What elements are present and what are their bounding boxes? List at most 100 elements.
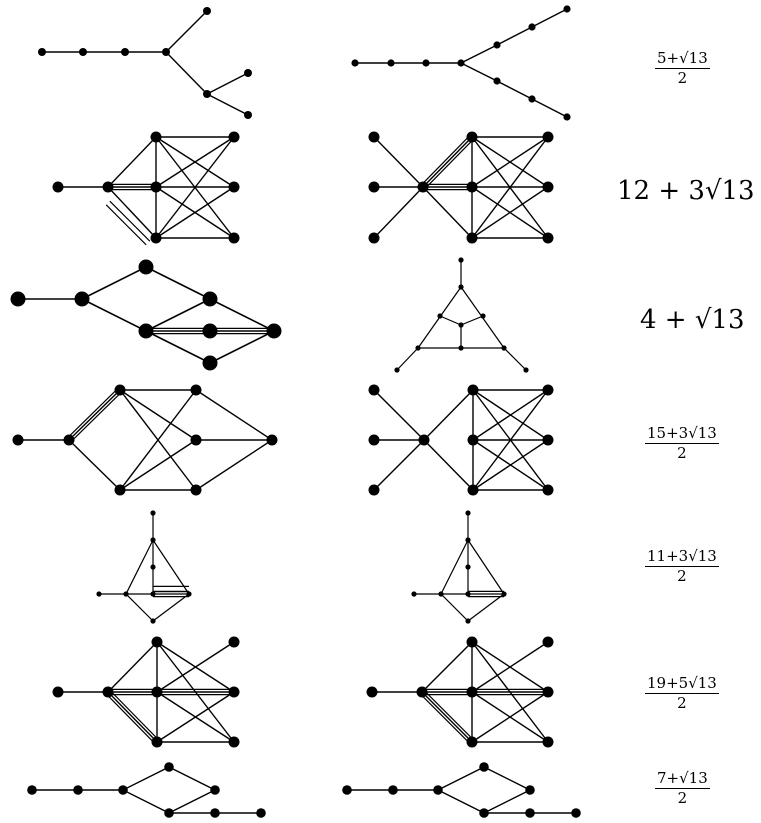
graph-edge <box>423 439 474 491</box>
graph-edge <box>396 347 419 371</box>
graph-vertex <box>571 808 581 818</box>
row7-left-graph <box>27 762 266 818</box>
graph-vertex <box>458 322 464 328</box>
graph-vertex <box>74 291 90 307</box>
graph-edge <box>156 691 235 743</box>
graph-vertex <box>114 484 126 496</box>
eigenvalue-label-row-2: 12 + 3√13 <box>617 176 755 206</box>
graph-edge <box>66 387 119 439</box>
graph-edge <box>373 389 425 441</box>
graph-vertex <box>542 636 554 648</box>
graph-vertex <box>542 131 554 143</box>
row6-left-graph <box>52 636 240 748</box>
graph-vertex <box>465 537 471 543</box>
graph-vertex <box>203 7 211 15</box>
graph-edge <box>467 593 505 622</box>
graph-vertex <box>493 77 501 85</box>
graph-edge <box>503 347 527 371</box>
graph-vertex <box>368 181 380 193</box>
graph-edge <box>155 186 235 239</box>
graph-vertex <box>186 591 192 597</box>
graph-vertex <box>542 736 554 748</box>
graph-vertex <box>138 323 154 339</box>
graph-vertex <box>525 808 535 818</box>
graph-edge <box>155 136 235 188</box>
graph-edge <box>152 539 190 595</box>
graph-vertex <box>123 591 129 597</box>
graph-edge <box>156 641 235 693</box>
graph-vertex <box>164 808 174 818</box>
graph-vertex <box>202 323 218 339</box>
graph-vertex <box>466 181 478 193</box>
graph-edge <box>421 691 473 743</box>
graph-edge <box>483 789 531 814</box>
graph-vertex <box>151 736 163 748</box>
graph-vertex <box>563 113 571 121</box>
denominator: 2 <box>677 444 687 463</box>
graph-vertex <box>542 686 554 698</box>
graph-vertex <box>203 90 211 98</box>
graph-vertex <box>12 434 24 446</box>
graph-edge <box>119 439 197 491</box>
graph-vertex <box>433 785 443 795</box>
graph-vertex <box>52 686 64 698</box>
graph-vertex <box>190 434 202 446</box>
graph-vertex <box>542 181 554 193</box>
graph-vertex <box>151 686 163 698</box>
graph-vertex <box>542 384 554 396</box>
graph-vertex <box>150 232 162 244</box>
graph-vertex <box>102 686 114 698</box>
graph-edge <box>440 539 469 595</box>
graph-edge <box>419 693 471 745</box>
graph-edge <box>81 298 147 332</box>
graph-vertex <box>162 48 170 56</box>
graph-vertex <box>523 367 529 373</box>
graph-vertex <box>458 257 464 263</box>
graph-edge <box>165 10 208 53</box>
graph-edge <box>168 766 216 791</box>
graph-vertex <box>150 537 156 543</box>
graph-vertex <box>467 484 479 496</box>
graph-vertex <box>190 384 202 396</box>
graph-edge <box>471 691 549 743</box>
eigenvalue-label-row-3: 4 + √13 <box>640 305 745 335</box>
graph-vertex <box>228 736 240 748</box>
graph-vertex <box>368 384 380 396</box>
row3-right-graph <box>394 257 529 373</box>
graph-vertex <box>466 232 478 244</box>
graph-vertex <box>467 434 479 446</box>
graph-vertex <box>466 636 478 648</box>
graph-vertex <box>210 785 220 795</box>
graph-edge <box>471 186 549 239</box>
graph-edge <box>422 136 473 188</box>
graph-vertex <box>415 345 421 351</box>
graph-vertex <box>228 686 240 698</box>
graph-edge <box>531 98 568 118</box>
graph-vertex <box>387 59 395 67</box>
graph-edge <box>109 200 151 242</box>
graph-vertex <box>501 591 507 597</box>
graph-vertex <box>466 686 478 698</box>
graph-edge <box>373 439 425 491</box>
graph-vertex <box>542 434 554 446</box>
graph-vertex <box>465 618 471 624</box>
graph-vertex <box>466 131 478 143</box>
graph-edge <box>105 204 147 246</box>
graph-vertex <box>501 345 507 351</box>
graph-vertex <box>27 785 37 795</box>
graph-vertex <box>138 259 154 275</box>
graph-edge <box>165 51 208 95</box>
graph-edge <box>195 439 273 491</box>
graph-edge <box>70 391 123 443</box>
graph-vertex <box>52 181 64 193</box>
graph-vertex <box>228 232 240 244</box>
numerator: 15+3√13 <box>645 424 719 445</box>
graph-vertex <box>150 510 156 516</box>
graph-vertex <box>411 591 417 597</box>
graph-vertex <box>38 48 46 56</box>
graph-vertex <box>96 591 102 597</box>
graph-edge <box>496 80 533 100</box>
graph-edge <box>483 766 531 791</box>
graph-vertex <box>228 131 240 143</box>
